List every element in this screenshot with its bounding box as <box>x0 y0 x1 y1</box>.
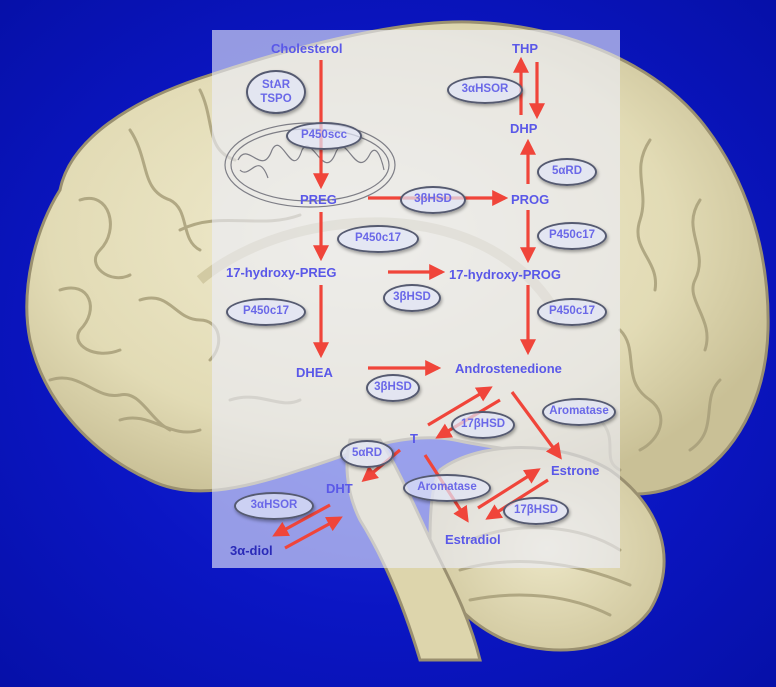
enzyme-star-label: StAR <box>262 78 290 92</box>
label-17-hydroxy-preg: 17-hydroxy-PREG <box>226 266 337 279</box>
enzyme-tspo-label: TSPO <box>260 92 291 106</box>
label-t: T <box>410 432 418 445</box>
enzyme-3b-hsd-preg-prog: 3βHSD <box>400 186 466 214</box>
enzyme-3b-hsd-hydroxy: 3βHSD <box>383 284 441 312</box>
enzyme-p450scc: P450scc <box>286 122 362 150</box>
label-dht: DHT <box>326 482 353 495</box>
label-17-hydroxy-prog: 17-hydroxy-PROG <box>449 268 561 281</box>
enzyme-aromatase-right: Aromatase <box>542 398 616 426</box>
label-dhp: DHP <box>510 122 537 135</box>
label-thp: THP <box>512 42 538 55</box>
label-preg: PREG <box>300 193 337 206</box>
enzyme-5a-rd-bottom: 5αRD <box>340 440 394 468</box>
enzyme-17b-hsd-mid: 17βHSD <box>451 411 515 439</box>
label-estrone: Estrone <box>551 464 599 477</box>
enzyme-p450c17-right-top: P450c17 <box>537 222 607 250</box>
enzyme-star-tspo: StAR TSPO <box>246 70 306 114</box>
label-androstenedione: Androstenedione <box>455 362 562 375</box>
label-cholesterol: Cholesterol <box>271 42 343 55</box>
label-dhea: DHEA <box>296 366 333 379</box>
enzyme-3a-hsor-top: 3αHSOR <box>447 76 523 104</box>
label-3a-diol: 3α-diol <box>230 544 273 557</box>
label-prog: PROG <box>511 193 549 206</box>
enzyme-17b-hsd-bottom: 17βHSD <box>503 497 569 525</box>
enzyme-3b-hsd-dhea: 3βHSD <box>366 374 420 402</box>
enzyme-3a-hsor-bottom: 3αHSOR <box>234 492 314 520</box>
enzyme-p450c17-left-top: P450c17 <box>337 225 419 253</box>
enzyme-p450c17-right-mid: P450c17 <box>537 298 607 326</box>
enzyme-5a-rd-top: 5αRD <box>537 158 597 186</box>
label-estradiol: Estradiol <box>445 533 501 546</box>
enzyme-p450c17-left-mid: P450c17 <box>226 298 306 326</box>
enzyme-aromatase-bottom: Aromatase <box>403 474 491 502</box>
arrow-diol-to-dht <box>285 518 340 548</box>
